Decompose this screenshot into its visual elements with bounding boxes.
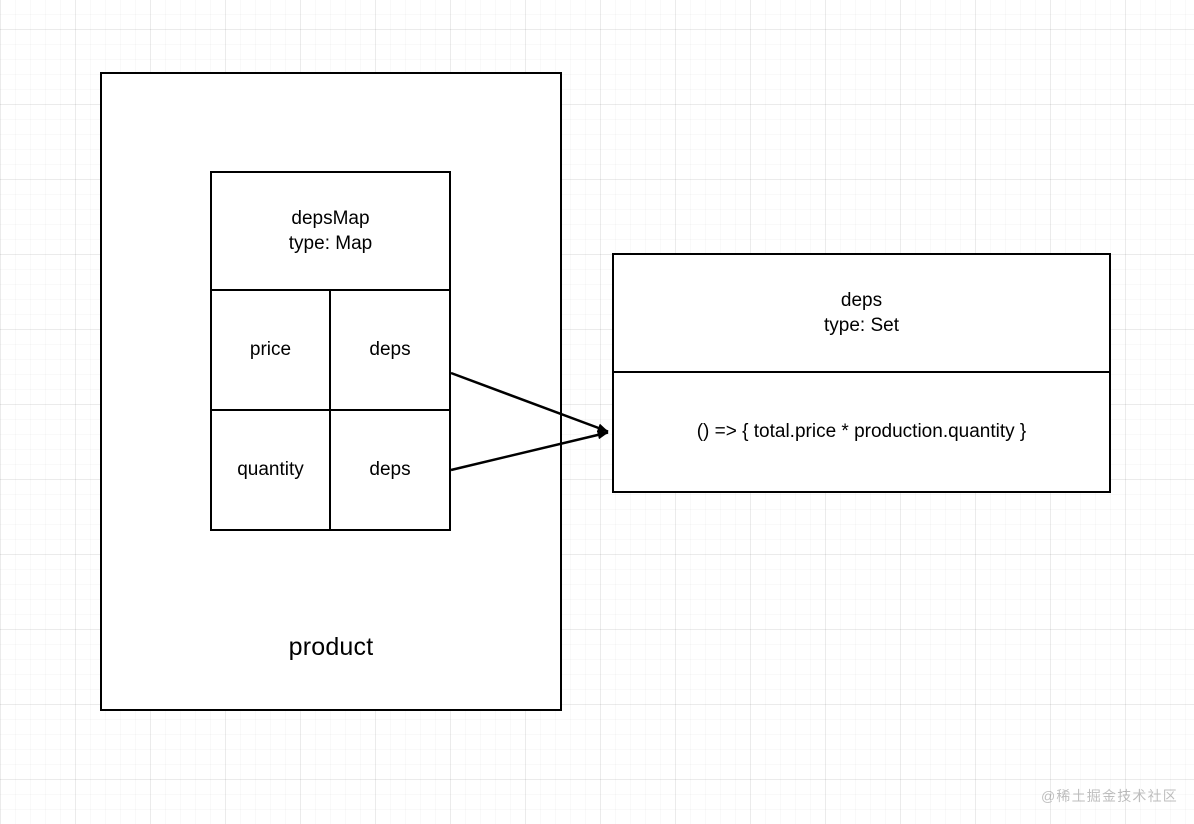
- product-label: product: [288, 633, 374, 661]
- deps-set-effect-expression: () => { total.price * production.quantit…: [696, 421, 1027, 442]
- deps-set-header: deps type: Set: [614, 255, 1109, 373]
- table-row: quantity deps: [212, 411, 449, 529]
- deps-map-value-quantity: deps: [369, 459, 411, 480]
- deps-map-title: depsMap: [291, 207, 370, 229]
- deps-set-title: deps: [840, 289, 883, 311]
- deps-map-key-quantity: quantity: [212, 411, 331, 529]
- table-row: price deps: [212, 291, 449, 411]
- deps-map-value-price: deps: [369, 339, 411, 360]
- deps-set-box: deps type: Set () => { total.price * pro…: [612, 253, 1111, 493]
- watermark-text: @稀土掘金技术社区: [1040, 788, 1178, 804]
- deps-map-header: depsMap type: Map: [212, 173, 449, 291]
- deps-map-type: type: Map: [288, 233, 373, 254]
- deps-map-table: depsMap type: Map price deps quantity de…: [210, 171, 451, 531]
- deps-map-key-price: price: [212, 291, 331, 409]
- deps-set-type: type: Set: [824, 315, 899, 336]
